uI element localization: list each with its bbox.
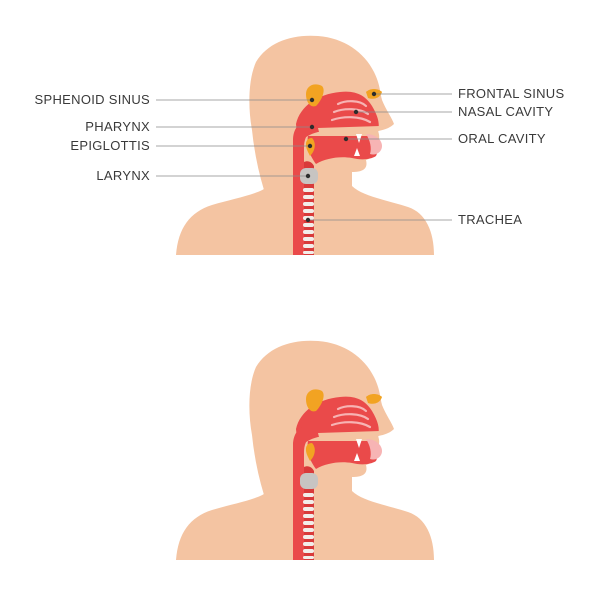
marker-trachea — [305, 217, 311, 223]
marker-oral-cavity — [343, 136, 349, 142]
marker-frontal-sinus — [371, 91, 377, 97]
marker-nasal-cavity — [353, 109, 359, 115]
marker-sphenoid-sinus — [309, 97, 315, 103]
marker-epiglottis — [307, 143, 313, 149]
label-trachea: TRACHEA — [458, 212, 522, 227]
label-oral-cavity: ORAL CAVITY — [458, 131, 546, 146]
label-epiglottis: EPIGLOTTIS — [70, 138, 150, 153]
label-frontal-sinus: FRONTAL SINUS — [458, 86, 564, 101]
label-nasal-cavity: NASAL CAVITY — [458, 104, 553, 119]
label-sphenoid-sinus: SPHENOID SINUS — [35, 92, 150, 107]
marker-pharynx — [309, 124, 315, 130]
label-larynx: LARYNX — [96, 168, 150, 183]
marker-larynx — [305, 173, 311, 179]
labeled-anatomy-figure: SPHENOID SINUS PHARYNX EPIGLOTTIS LARYNX… — [35, 34, 564, 257]
label-pharynx: PHARYNX — [85, 119, 150, 134]
unlabeled-anatomy-figure — [174, 339, 436, 562]
